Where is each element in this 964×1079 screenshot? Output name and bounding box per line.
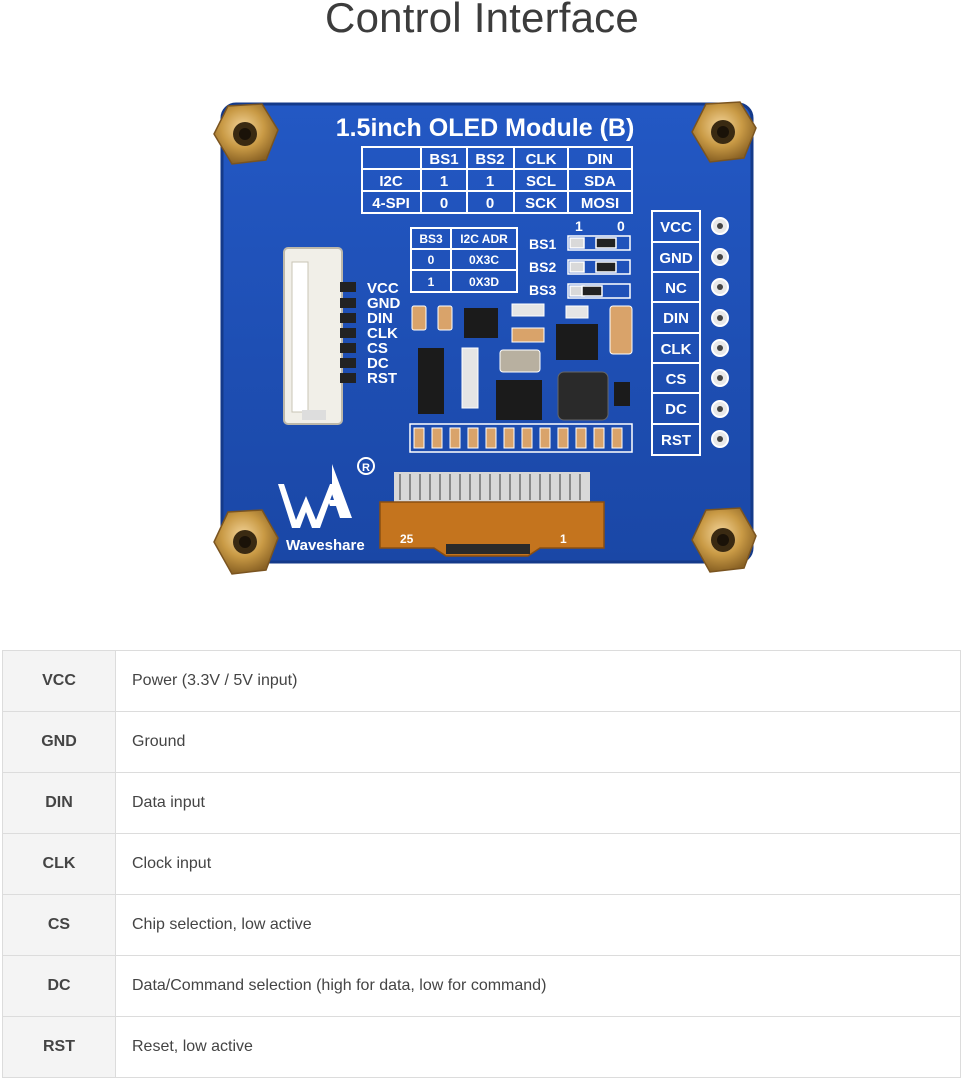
right-pin-label: DC [665,401,687,418]
standoff-bottom-right [691,507,757,573]
table-row: RST Reset, low active [2,1016,961,1078]
switch-header: 1 [575,218,583,234]
table-row: DC Data/Command selection (high for data… [2,955,961,1017]
brand-name: Waveshare [286,537,365,554]
mode-cell: 1 [486,173,494,190]
svg-text:R: R [362,462,370,474]
pin-description: Reset, low active [115,1016,961,1078]
right-pin-label: NC [665,280,687,297]
bs-switch-pads [567,235,631,299]
mode-cell: SDA [584,173,616,190]
adr-header: BS3 [419,232,443,246]
pin-description: Data input [115,772,961,834]
left-pin-label: CS [367,340,388,357]
left-connector [283,247,356,425]
mode-cell: I2C [379,173,403,190]
mode-cell: 1 [440,173,448,190]
mode-cell: SCL [526,173,556,190]
standoff-bottom-left [213,509,279,575]
switch-header: 0 [617,218,625,234]
mode-cell: 0 [440,195,448,212]
mode-header: CLK [526,151,557,168]
standoff-top-left [213,103,279,165]
right-pin-label: CS [666,371,687,388]
mode-table [361,146,633,214]
resistor-row [409,423,633,453]
pin-description-table: VCC Power (3.3V / 5V input) GND Ground D… [2,650,961,1078]
pin-name: CS [2,894,116,956]
mode-cell: 4-SPI [372,195,410,212]
adr-header: I2C ADR [460,232,508,246]
table-row: CLK Clock input [2,833,961,895]
table-row: DIN Data input [2,772,961,834]
waveshare-logo: R [278,457,375,528]
flex-number: 25 [400,532,414,546]
adr-cell: 0X3C [469,253,499,267]
mode-cell: MOSI [581,195,619,212]
mode-header: BS1 [429,151,458,168]
pin-name: CLK [2,833,116,895]
flex-cable [379,472,605,557]
board-title: 1.5inch OLED Module (B) [336,114,635,142]
address-table [410,227,518,293]
pin-name: GND [2,711,116,773]
right-pin-labels [651,210,701,456]
pin-description: Chip selection, low active [115,894,961,956]
mode-header: BS2 [475,151,504,168]
adr-cell: 0X3D [469,275,499,289]
oled-module-photo: 1.5inch OLED Module (B) BS1 BS2 CLK DIN … [213,101,757,575]
adr-cell: 1 [428,275,435,289]
mode-header: DIN [587,151,613,168]
right-pin-label: RST [661,432,691,449]
left-pin-label: GND [367,295,401,312]
left-pin-label: RST [367,370,397,387]
switch-label: BS3 [529,282,556,298]
right-pin-label: GND [659,250,693,267]
pin-name: VCC [2,650,116,712]
switch-label: BS2 [529,259,556,275]
table-row: CS Chip selection, low active [2,894,961,956]
pin-description: Ground [115,711,961,773]
left-pin-label: DC [367,355,389,372]
left-pin-label: CLK [367,325,398,342]
table-row: VCC Power (3.3V / 5V input) [2,650,961,712]
standoff-top-right [691,101,757,163]
table-row: GND Ground [2,711,961,773]
left-pin-label: DIN [367,310,393,327]
flex-number: 1 [560,532,567,546]
left-pin-label: VCC [367,280,399,297]
pin-name: RST [2,1016,116,1078]
pin-name: DC [2,955,116,1017]
mode-cell: SCK [525,195,557,212]
pin-description: Data/Command selection (high for data, l… [115,955,961,1017]
right-pin-label: CLK [661,341,692,358]
pin-name: DIN [2,772,116,834]
adr-cell: 0 [428,253,435,267]
mode-cell: 0 [486,195,494,212]
pin-description: Clock input [115,833,961,895]
switch-label: BS1 [529,236,556,252]
components [411,303,633,421]
right-pin-label: DIN [663,310,689,327]
pin-description: Power (3.3V / 5V input) [115,650,961,712]
right-pin-label: VCC [660,219,692,236]
page-title: Control Interface [325,0,639,41]
